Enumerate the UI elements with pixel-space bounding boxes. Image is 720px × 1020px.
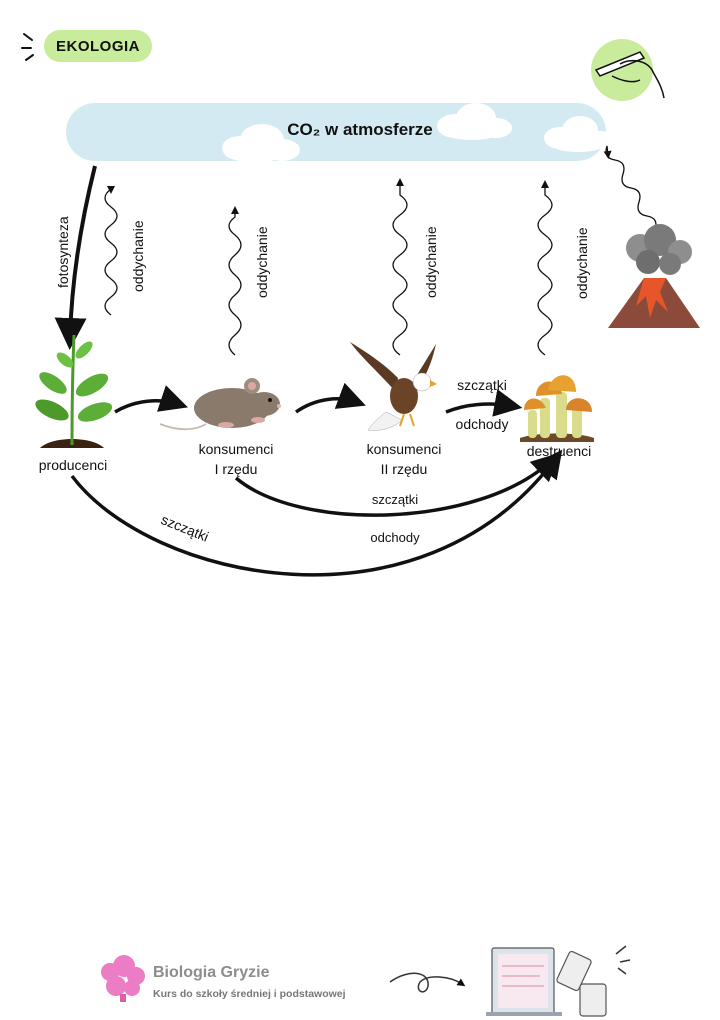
section-badge: EKOLOGIA: [44, 30, 152, 62]
eagle-icon: [350, 342, 437, 431]
decomposer-arrow: [234, 452, 560, 517]
mushroom-icon: [520, 375, 594, 442]
excreta-label: odchody: [455, 416, 509, 432]
brand-name: Biologia Gryzie: [153, 964, 270, 981]
footer-arrow-icon: [389, 972, 466, 993]
respiration-arrow: [228, 206, 242, 356]
decomposer-arrow: [70, 449, 563, 577]
remains-label: szczątki: [457, 377, 507, 393]
brand-tagline: Kurs do szkoły średniej i podstawowej: [153, 988, 346, 1000]
food-chain-arrow: [294, 382, 366, 414]
mouse-icon: [159, 378, 281, 431]
remains-label: szczątki: [371, 492, 419, 507]
respiration-label: oddychanie: [574, 227, 590, 299]
respiration-arrow: [392, 178, 408, 356]
respiration-arrow: [104, 186, 118, 316]
photosynthesis-label: fotosynteza: [55, 216, 71, 288]
atmosphere-title: CO₂ w atmosferze: [287, 120, 433, 139]
cloud-icon: [222, 124, 300, 162]
brain-icon: [101, 955, 145, 1002]
plant-icon: [35, 334, 113, 448]
photosynthesis-arrow: [54, 165, 97, 350]
decomposers-label: destruenci: [526, 443, 592, 459]
cloud-icon: [544, 116, 614, 152]
cloud-icon: [437, 103, 512, 140]
producers-label: producenci: [38, 457, 108, 473]
consumers2-label-line1: konsumenci: [366, 441, 442, 457]
pen-hand-icon: [591, 39, 665, 101]
volcano-emission-arrow: [603, 145, 657, 231]
food-chain-arrow: [445, 389, 523, 417]
excreta-label: odchody: [370, 530, 420, 545]
consumers1-label-line2: I rzędu: [214, 461, 258, 477]
consumers2-label-line2: II rzędu: [380, 461, 428, 477]
respiration-label: oddychanie: [423, 226, 439, 298]
consumers1-label-line1: konsumenci: [198, 441, 274, 457]
devices-icon: [486, 945, 631, 1017]
respiration-arrow: [537, 180, 553, 356]
volcano-icon: [608, 224, 700, 328]
respiration-label: oddychanie: [130, 220, 146, 292]
respiration-label: oddychanie: [254, 226, 270, 298]
atmosphere-banner: [66, 103, 606, 161]
sparkle-icon: [21, 33, 34, 61]
food-chain-arrow: [114, 385, 188, 414]
